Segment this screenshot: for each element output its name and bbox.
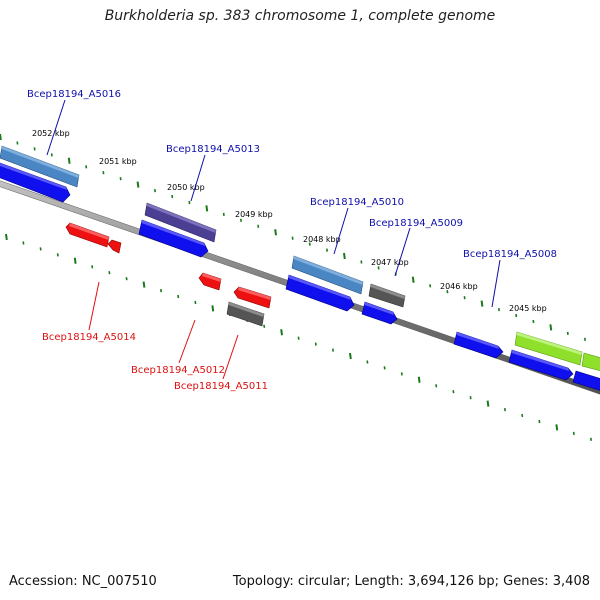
scale-label-2050: 2050 kbp bbox=[167, 183, 205, 192]
outer-tick bbox=[0, 133, 2, 141]
leader-a5012 bbox=[178, 319, 196, 364]
cds-a5008[interactable] bbox=[453, 331, 504, 359]
inner-tick bbox=[142, 281, 146, 288]
gene-a5016[interactable] bbox=[0, 145, 80, 188]
gene-labels: Bcep18194_A5016 Bcep18194_A5013 Bcep1819… bbox=[27, 89, 557, 392]
label-a5010[interactable]: Bcep18194_A5010 bbox=[310, 197, 404, 208]
summary-text: Topology: circular; Length: 3,694,126 bp… bbox=[232, 574, 590, 589]
scale-label-2045: 2045 kbp bbox=[509, 304, 547, 313]
outer-tick bbox=[67, 157, 71, 164]
inner-tick bbox=[349, 352, 352, 360]
reverse-cds-track bbox=[65, 222, 272, 327]
leader-a5010 bbox=[333, 207, 349, 255]
inner-tick-ruler bbox=[5, 233, 592, 441]
scale-label-2048: 2048 kbp bbox=[303, 235, 341, 244]
outer-tick bbox=[549, 324, 553, 331]
gene-highlighted-cont[interactable] bbox=[581, 352, 600, 372]
leader-a5014 bbox=[88, 281, 100, 331]
forward-cds-track bbox=[0, 162, 600, 392]
label-leaders bbox=[46, 99, 501, 380]
label-a5009[interactable]: Bcep18194_A5009 bbox=[369, 218, 463, 229]
label-a5008[interactable]: Bcep18194_A5008 bbox=[463, 249, 557, 260]
accession-text: Accession: NC_007510 bbox=[9, 574, 157, 589]
scale-label-2052: 2052 kbp bbox=[32, 129, 70, 138]
cds-highlighted[interactable] bbox=[508, 349, 574, 381]
outer-tick bbox=[136, 181, 140, 188]
outer-tick bbox=[411, 276, 415, 283]
label-a5012[interactable]: Bcep18194_A5012 bbox=[131, 365, 225, 376]
leader-a5011 bbox=[222, 334, 239, 380]
map-title: Burkholderia sp. 383 chromosome 1, compl… bbox=[104, 8, 496, 24]
outer-tick-ruler bbox=[0, 133, 586, 341]
outer-tick bbox=[343, 252, 346, 260]
inner-tick bbox=[486, 400, 490, 407]
inner-tick bbox=[555, 424, 559, 431]
label-a5014[interactable]: Bcep18194_A5014 bbox=[42, 332, 136, 343]
inner-tick bbox=[211, 305, 215, 312]
label-a5016[interactable]: Bcep18194_A5016 bbox=[27, 89, 121, 100]
scale-label-2051: 2051 kbp bbox=[99, 157, 137, 166]
inner-tick bbox=[5, 233, 8, 241]
inner-tick bbox=[73, 257, 77, 264]
inner-tick bbox=[417, 376, 421, 383]
outer-tick bbox=[274, 229, 277, 236]
label-a5013[interactable]: Bcep18194_A5013 bbox=[166, 144, 260, 155]
leader-a5008 bbox=[491, 259, 501, 308]
gene-track bbox=[0, 145, 600, 372]
outer-tick bbox=[480, 300, 484, 307]
inner-tick bbox=[280, 329, 283, 336]
cds-edge[interactable] bbox=[572, 370, 600, 392]
scale-label-2047: 2047 kbp bbox=[371, 258, 409, 267]
leader-a5009 bbox=[394, 227, 411, 277]
scale-label-2049: 2049 kbp bbox=[235, 210, 273, 219]
outer-tick bbox=[205, 205, 209, 212]
scale-labels: 2052 kbp 2051 kbp 2050 kbp 2049 kbp 2048… bbox=[32, 129, 547, 313]
leader-a5013 bbox=[190, 154, 206, 202]
leader-a5016 bbox=[46, 99, 66, 156]
label-a5011[interactable]: Bcep18194_A5011 bbox=[174, 381, 268, 392]
cds-a5014-b[interactable] bbox=[107, 239, 122, 254]
scale-label-2046: 2046 kbp bbox=[440, 282, 478, 291]
